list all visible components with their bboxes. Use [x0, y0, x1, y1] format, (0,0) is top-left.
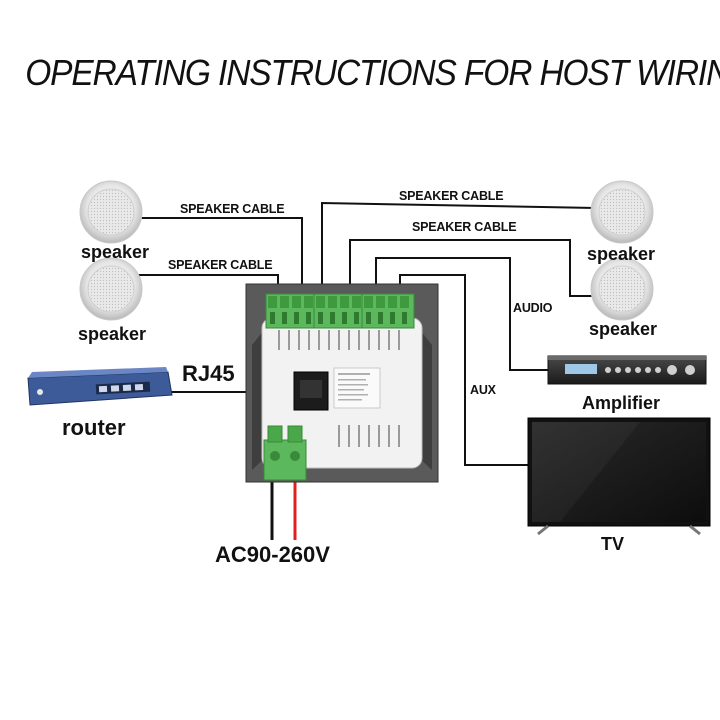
label-aux: AUX: [470, 383, 497, 397]
vent-slots: [278, 330, 400, 447]
power-terminal-block: [263, 425, 307, 481]
label-router: router: [62, 415, 126, 440]
wire-audio: [375, 257, 548, 371]
speaker-top-left: [79, 180, 143, 244]
label-speaker-cable-bottom-left: SPEAKER CABLE: [168, 258, 272, 272]
label-speaker-cable-bottom-right: SPEAKER CABLE: [412, 220, 516, 234]
amplifier: [547, 355, 707, 385]
wire-speaker-tr: [321, 201, 597, 300]
label-tv: TV: [601, 534, 624, 554]
wire-aux: [399, 274, 528, 466]
router: [27, 367, 173, 406]
label-speaker-bottom-right: speaker: [589, 319, 657, 339]
wires: [138, 201, 597, 540]
page-title: OPERATING INSTRUCTIONS FOR HOST WIRING: [25, 52, 720, 93]
speaker-bottom-right: [590, 257, 654, 321]
label-amplifier: Amplifier: [582, 393, 660, 413]
product-info-label: [333, 367, 381, 409]
label-speaker-cable-top-left: SPEAKER CABLE: [180, 202, 284, 216]
label-speaker-top-right: speaker: [587, 244, 655, 264]
label-audio: AUDIO: [513, 301, 553, 315]
label-speaker-bottom-left: speaker: [78, 324, 146, 344]
speaker-top-right: [590, 180, 654, 244]
wire-speaker-tl: [138, 217, 303, 300]
tv: [527, 417, 711, 536]
label-rj45: RJ45: [182, 361, 235, 386]
speaker-bottom-left: [79, 257, 143, 321]
speaker-terminal-blocks: [265, 293, 415, 329]
wire-speaker-br: [349, 239, 596, 300]
label-speaker-top-left: speaker: [81, 242, 149, 262]
label-power: AC90-260V: [215, 542, 330, 567]
label-speaker-cable-top-right: SPEAKER CABLE: [399, 189, 503, 203]
